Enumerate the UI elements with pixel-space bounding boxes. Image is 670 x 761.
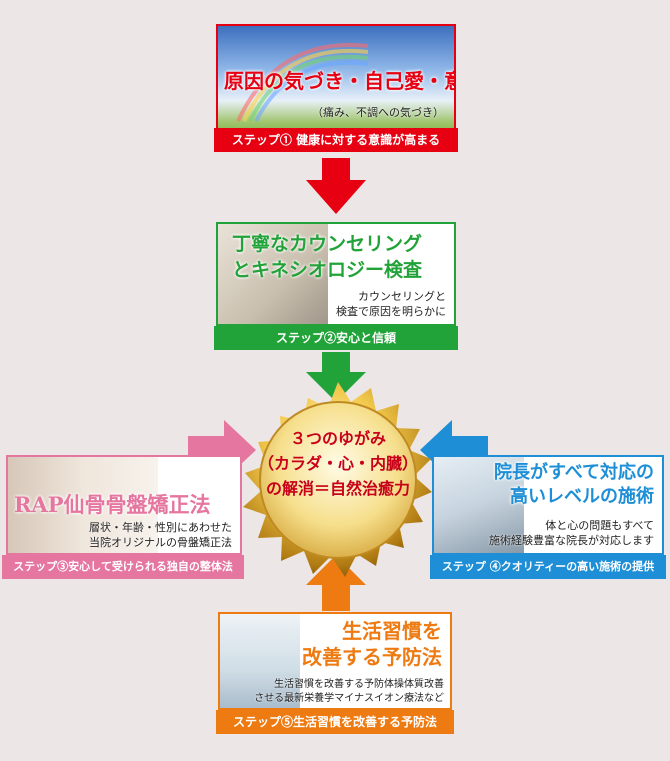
step3-title: RAP仙骨骨盤矯正法 xyxy=(14,492,211,517)
step4-title-line1: 院長がすべて対応の xyxy=(493,462,654,483)
step2-sub-line2: 検査で原因を明らかに xyxy=(336,305,446,318)
step4-sub-line1: 体と心の問題もすべて xyxy=(545,519,654,532)
step2-sub-line1: カウンセリングと xyxy=(358,290,446,303)
step1-title: 原因の気づき・自己愛・意識 xyxy=(224,69,454,93)
center-line2: （カラダ・心・内臓） xyxy=(257,453,418,473)
doctor-photo xyxy=(434,457,524,553)
step4-band: ステップ ④クオリティーの高い施術の提供 xyxy=(430,555,666,579)
counseling-photo xyxy=(218,224,328,324)
step5-card: 生活習慣を 改善する予防法 生活習慣を改善する予防体操体質改善 させる最新栄養学… xyxy=(218,612,452,710)
step3-band: ステップ③安心して受けられる独自の整体法 xyxy=(2,555,244,579)
step5-sub-line1: 生活習慣を改善する予防体操体質改善 xyxy=(274,679,444,690)
step4-sub-line2: 施術経験豊富な院長が対応します xyxy=(489,534,654,547)
step2-title-line2: とキネシオロジー検査 xyxy=(232,259,423,281)
step3-sub-line1: 層状・年齢・性別にあわせた xyxy=(89,521,232,534)
step2-card: 丁寧なカウンセリング とキネシオロジー検査 カウンセリングと 検査で原因を明らか… xyxy=(216,222,456,326)
down-arrow-icon xyxy=(306,352,366,402)
step4-card: 院長がすべて対応の 高いレベルの施術 体と心の問題もすべて 施術経験豊富な院長が… xyxy=(432,455,664,555)
center-message: ３つのゆがみ （カラダ・心・内臓） の解消＝自然治癒力 xyxy=(233,427,443,501)
center-line3: の解消＝自然治癒力 xyxy=(265,478,410,498)
rainbow-icon xyxy=(236,43,369,122)
step3-card: RAP仙骨骨盤矯正法 層状・年齢・性別にあわせた 当院オリジナルの骨盤矯正法 xyxy=(6,455,242,555)
center-line1: ３つのゆがみ xyxy=(289,429,386,448)
gold-medal-icon xyxy=(243,382,432,577)
exercise-photo xyxy=(220,614,300,708)
step4-title-line2: 高いレベルの施術 xyxy=(510,486,654,507)
step5-sub-line2: させる最新栄養学マイナスイオン療法など xyxy=(254,693,444,704)
up-arrow-icon xyxy=(306,555,366,611)
step5-band: ステップ⑤生活習慣を改善する予防法 xyxy=(216,710,454,734)
step1-band: ステップ① 健康に対する意識が高まる xyxy=(214,128,458,152)
step1-subtitle: （痛み、不調への気づき） xyxy=(312,106,444,119)
step2-band: ステップ②安心と信頼 xyxy=(214,326,458,350)
step5-title-line1: 生活習慣を xyxy=(342,619,442,643)
treatment-photo xyxy=(8,457,158,553)
down-arrow-icon xyxy=(306,158,366,214)
step2-title-line1: 丁寧なカウンセリング xyxy=(232,233,423,255)
step5-title-line2: 改善する予防法 xyxy=(302,645,442,669)
step3-sub-line2: 当院オリジナルの骨盤矯正法 xyxy=(89,536,232,549)
